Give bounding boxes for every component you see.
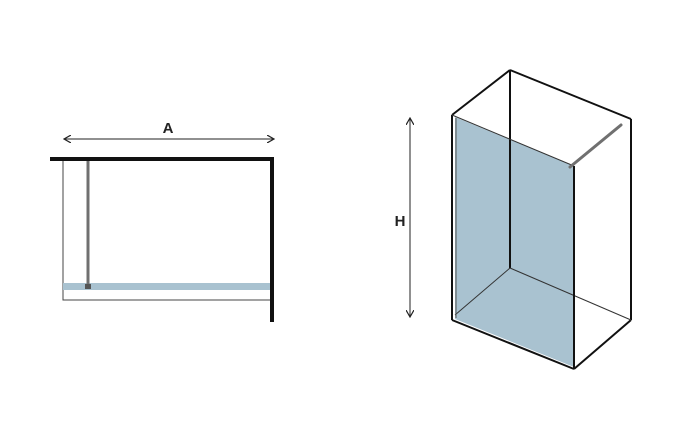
top-left-edge <box>451 69 511 116</box>
height-dimension-label: H <box>395 213 406 230</box>
floor-left-line <box>454 267 511 316</box>
bar-bracket <box>85 284 91 289</box>
glass-panel-perspective <box>455 117 574 367</box>
perspective-view: H <box>395 69 632 370</box>
shower-tray-outline <box>62 158 273 301</box>
front-bottom-edge <box>451 319 575 370</box>
floor-back-line <box>509 267 632 321</box>
plan-view: A <box>50 120 274 322</box>
stabilizer-bar-perspective <box>568 123 623 169</box>
glass-top-edge <box>451 114 575 167</box>
width-dimension-label: A <box>163 120 174 137</box>
top-back-edge <box>509 69 632 120</box>
glass-panel-plan <box>63 283 272 290</box>
bottom-right-edge <box>573 319 632 370</box>
